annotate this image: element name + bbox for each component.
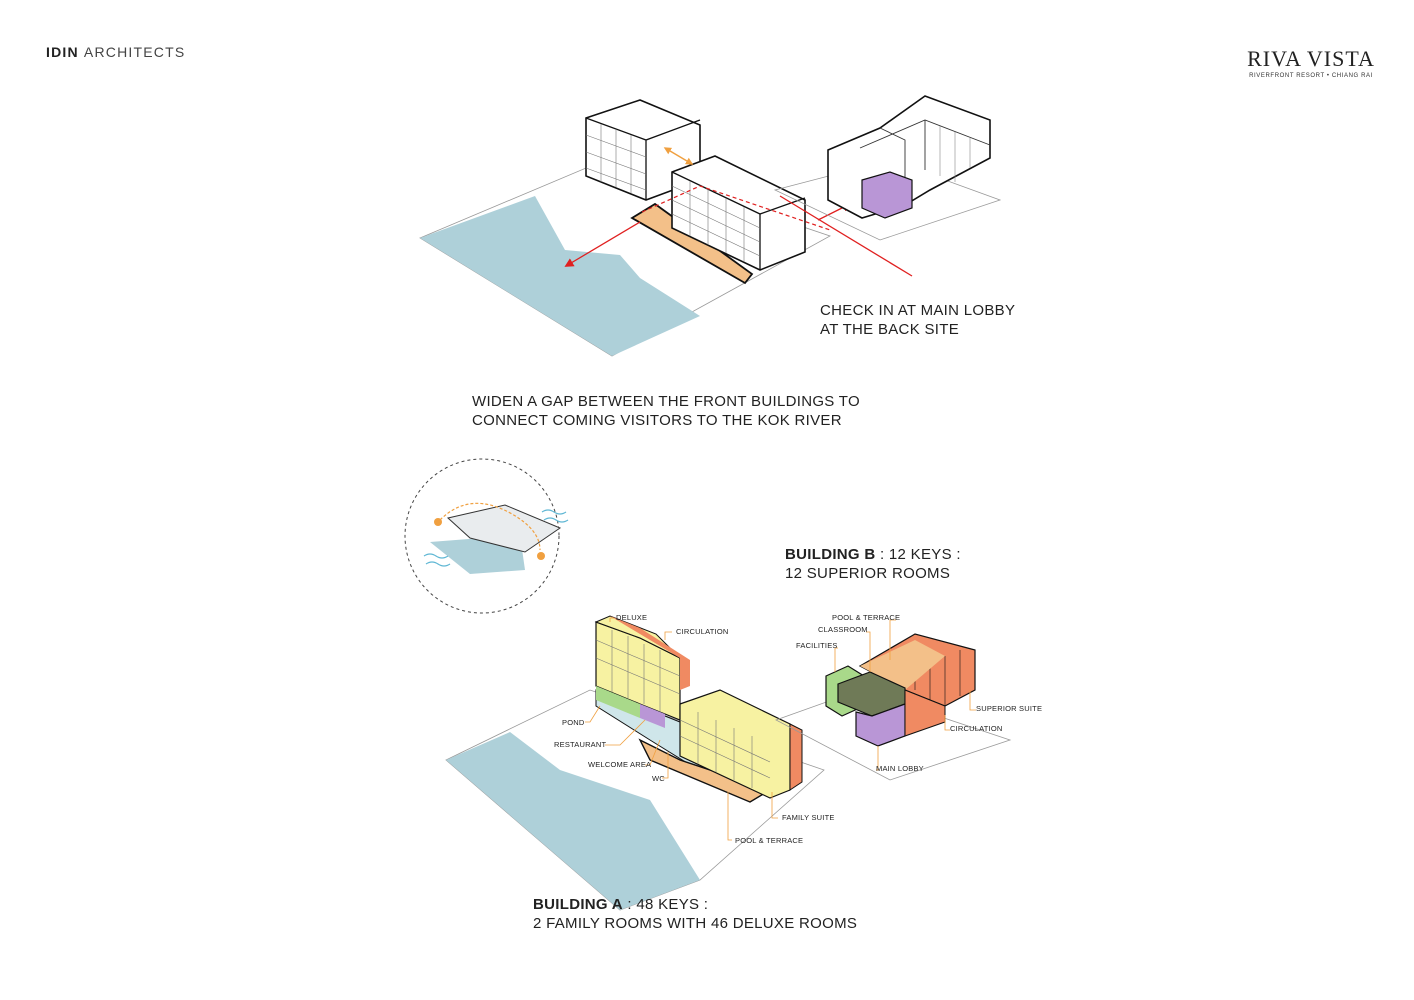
gap-line-2: CONNECT COMING VISITORS TO THE KOK RIVER — [472, 412, 842, 429]
sun-path-inset — [404, 458, 569, 614]
building-a-keys: : 48 KEYS : — [622, 896, 709, 913]
label-restaurant: RESTAURANT — [554, 740, 606, 749]
building-b-title: BUILDING B — [785, 546, 876, 563]
label-circulation-a: CIRCULATION — [676, 627, 728, 636]
label-deluxe: DELUXE — [616, 613, 647, 622]
project-logo-title: RIVA VISTA — [1247, 46, 1375, 71]
circulation-block-rear — [610, 616, 690, 690]
wind-icon-west — [423, 553, 451, 567]
leader-lines-a — [585, 617, 778, 841]
arrow-to-river — [564, 221, 641, 267]
sun-icon-west — [434, 518, 442, 526]
building-a-caption: BUILDING A : 48 KEYS : 2 FAMILY ROOMS WI… — [533, 895, 857, 933]
restaurant-block — [640, 704, 665, 728]
label-superior-suite: SUPERIOR SUITE — [976, 704, 1042, 713]
checkin-caption: CHECK IN AT MAIN LOBBY AT THE BACK SITE — [820, 301, 1015, 339]
label-pool-terrace-a: POOL & TERRACE — [735, 836, 803, 845]
wind-icon-east — [541, 509, 569, 523]
sun-icon-east — [537, 552, 545, 560]
building-b-massing-top — [827, 95, 991, 219]
label-classroom: CLASSROOM — [818, 625, 868, 634]
building-b-keys: : 12 KEYS : — [875, 546, 961, 563]
pool-terrace-a — [638, 738, 772, 803]
pool-terrace-b — [860, 640, 945, 690]
label-welcome-area: WELCOME AREA — [588, 760, 651, 769]
label-wc: WC — [652, 774, 665, 783]
building-a-title: BUILDING A — [533, 896, 623, 913]
top-massing-diagram — [419, 95, 1002, 357]
building-b-caption: BUILDING B : 12 KEYS : 12 SUPERIOR ROOMS — [785, 545, 961, 583]
arrow-entry-line — [779, 195, 913, 277]
label-circulation-b: CIRCULATION — [950, 724, 1002, 733]
lobby-volume-top — [861, 171, 913, 219]
label-pool-terrace-b: POOL & TERRACE — [832, 613, 900, 622]
building-b-rooms: 12 SUPERIOR ROOMS — [785, 565, 951, 582]
gap-line-1: WIDEN A GAP BETWEEN THE FRONT BUILDINGS … — [472, 393, 860, 410]
label-family-suite: FAMILY SUITE — [782, 813, 835, 822]
building-a-rooms: 2 FAMILY ROOMS WITH 46 DELUXE ROOMS — [533, 915, 858, 932]
label-facilities: FACILITIES — [796, 641, 838, 650]
project-logo: RIVA VISTA RIVERFRONT RESORT • CHIANG RA… — [1246, 46, 1376, 79]
label-pond: POND — [562, 718, 585, 727]
kok-river-bottom — [446, 732, 700, 910]
firm-logo: IDIN ARCHITECTS — [46, 44, 185, 60]
circulation-block-main — [789, 723, 803, 791]
gap-path-strip — [630, 202, 754, 285]
building-a-diagram: DELUXE CIRCULATION POND RESTAURANT WELCO… — [445, 613, 835, 911]
firm-name-rest: ARCHITECTS — [83, 44, 186, 60]
building-b-diagram: POOL & TERRACE CLASSROOM FACILITIES SUPE… — [775, 613, 1042, 781]
facilities-strip-a — [596, 686, 640, 718]
firm-name-bold: IDIN — [46, 44, 79, 60]
checkin-line-2: AT THE BACK SITE — [820, 321, 960, 338]
project-logo-subtitle: RIVERFRONT RESORT • CHIANG RAI — [1249, 73, 1373, 79]
leader-lines-b — [834, 619, 976, 771]
checkin-line-1: CHECK IN AT MAIN LOBBY — [820, 302, 1016, 319]
gap-widen-arrow — [663, 147, 694, 165]
visitor-route-dashed — [641, 185, 831, 231]
label-main-lobby: MAIN LOBBY — [876, 764, 924, 773]
gap-caption: WIDEN A GAP BETWEEN THE FRONT BUILDINGS … — [472, 392, 860, 430]
kok-river — [420, 196, 700, 356]
